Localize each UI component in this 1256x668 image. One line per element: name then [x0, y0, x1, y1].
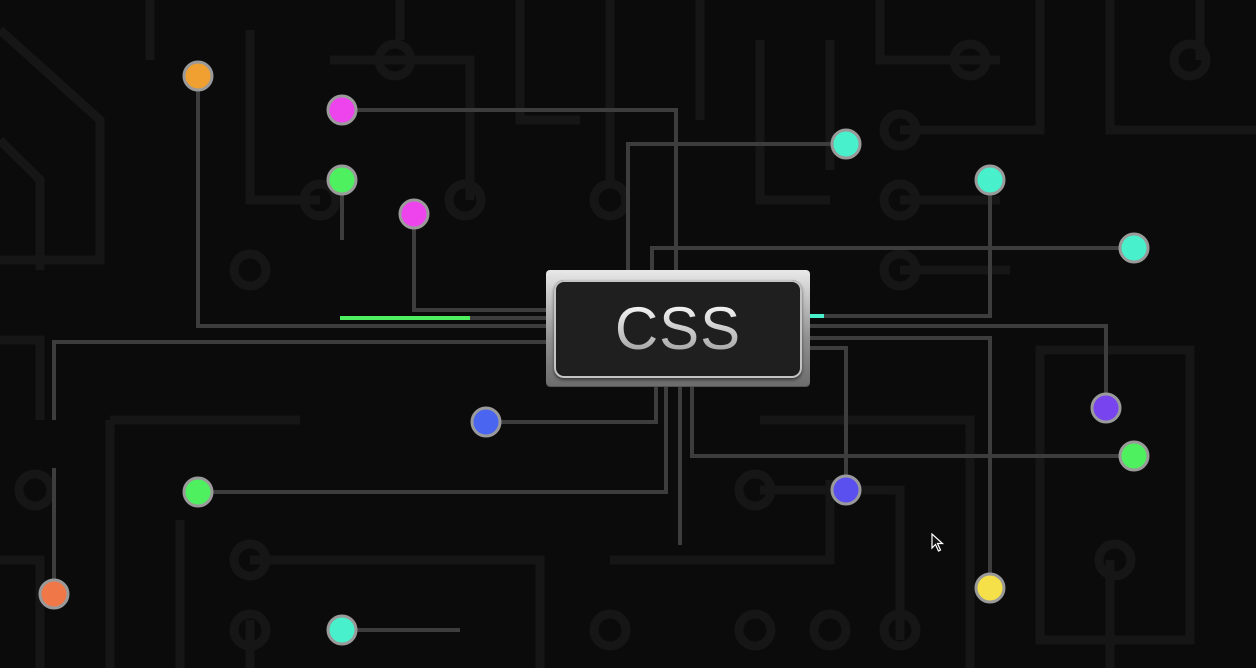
node-magenta-top[interactable]	[326, 94, 358, 126]
node-teal-bottom[interactable]	[326, 614, 358, 646]
node-violet-right[interactable]	[1090, 392, 1122, 424]
node-magenta-mid[interactable]	[398, 198, 430, 230]
chip-label: CSS	[614, 295, 742, 362]
mouse-cursor-icon	[931, 533, 945, 552]
node-teal-top[interactable]	[830, 128, 862, 160]
node-green-right[interactable]	[1118, 440, 1150, 472]
circuit-nodes	[38, 60, 1150, 646]
circuit-wires	[52, 76, 1134, 632]
node-teal-right[interactable]	[1118, 232, 1150, 264]
node-green-left[interactable]	[326, 164, 358, 196]
chip-face: CSS	[554, 280, 802, 378]
node-violet-bottom[interactable]	[830, 474, 862, 506]
node-teal-right-top[interactable]	[974, 164, 1006, 196]
node-blue-mid[interactable]	[470, 406, 502, 438]
node-coral-left[interactable]	[38, 578, 70, 610]
node-yellow-bottom[interactable]	[974, 572, 1006, 604]
css-chip[interactable]: CSS	[546, 270, 810, 386]
node-orange-top-left[interactable]	[182, 60, 214, 92]
node-green-bottom-left[interactable]	[182, 476, 214, 508]
